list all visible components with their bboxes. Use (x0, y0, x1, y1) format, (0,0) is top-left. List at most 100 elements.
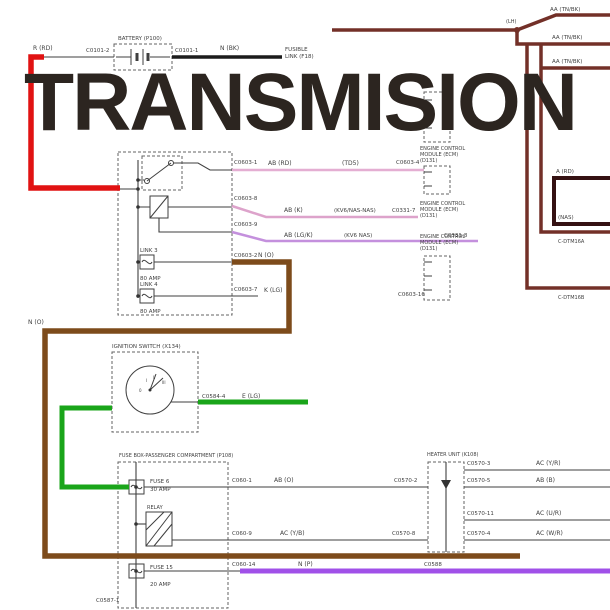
wire-code-ac-yr: AC (Y/R) (536, 460, 561, 467)
ecm3-title-2: MODULE (ECM) (420, 240, 458, 246)
fuse6-rating: 30 AMP (150, 487, 171, 493)
bus-dot-4 (136, 260, 140, 264)
ignition-pos-0: 0 (139, 388, 142, 393)
solenoid-leads (138, 206, 232, 233)
connector-c0570-4: C0570-4 (467, 531, 491, 537)
wire-code-e-lg: E (LG) (242, 393, 260, 400)
switch-blade (146, 162, 172, 182)
connector-c0587-1: C0587-1 (96, 598, 119, 604)
connector-c-dtm16a: C-DTM16A (558, 239, 585, 245)
fuse15-label: FUSE 15 (150, 565, 173, 571)
component-boxes (111, 43, 465, 609)
relay-hatch (145, 511, 173, 547)
heater-output-rows (464, 469, 610, 541)
wire-code-aa-1: AA (TN/BK) (550, 7, 580, 13)
connector-c0603-1: C0603-1 (234, 160, 257, 166)
main-switch-box (117, 151, 233, 316)
wire-code-ab-o: AB (O) (274, 477, 294, 484)
fusebox-dot-3 (134, 569, 138, 573)
maroon-wire-loop-outer (525, 44, 610, 290)
junction-label-lh: (LH) (506, 19, 516, 25)
variant-td5: (TD5) (342, 160, 359, 167)
ignition-pos-1: I (146, 378, 147, 383)
ecm-mid-title-2: MODULE (ECM) (420, 207, 458, 213)
variant-nas: (NAS) (558, 215, 574, 221)
ecm2-title-2: MODULE (ECM) (420, 152, 458, 158)
ecm-box-1 (423, 91, 451, 143)
connector-c0570-2: C0570-2 (394, 478, 417, 484)
ecm3-title-3: (D131) (420, 246, 437, 252)
dark-maroon-nas-loop (552, 176, 610, 226)
ignition-pointer (149, 373, 164, 391)
brown-main-wire (42, 259, 520, 559)
switch-symbol-box (141, 155, 183, 191)
maroon-wire-branch-top (516, 13, 610, 32)
connector-c0603-16: C0603-16 (398, 292, 425, 298)
wire-code-n-o-left: N (O) (28, 319, 44, 326)
variant-kv6-nas: (KV6 NAS) (344, 233, 372, 239)
fuse-box (117, 461, 229, 609)
connector-c0603-8: C0603-8 (234, 196, 258, 202)
ignition-rotary-symbol (125, 365, 175, 415)
ecm-box-3 (423, 255, 451, 301)
ecm-mid-title-3: (D131) (420, 213, 437, 219)
connector-c0603-4: C0603-4 (396, 160, 420, 166)
connector-c0331-7: C0331-7 (392, 208, 416, 214)
connector-c0584-4: C0584-4 (202, 394, 226, 400)
wire-code-a-rd: A (RD) (556, 169, 574, 175)
fuse15-rating: 20 AMP (150, 582, 171, 588)
connector-c0570-8: C0570-8 (392, 531, 416, 537)
link4-fuse-symbol (139, 288, 155, 304)
wire-code-ac-wr: AC (W/R) (536, 530, 563, 537)
bus-dot-3 (136, 205, 140, 209)
red-battery-feed-wire (28, 54, 120, 191)
page-title: TRANSMISION (24, 57, 578, 148)
wire-code-r-rd: R (RD) (33, 45, 53, 52)
switch-terminal-a (144, 178, 150, 184)
ignition-switch-title: IGNITION SWITCH (X134) (112, 344, 181, 350)
connector-c0603-9: C0603-9 (234, 222, 258, 228)
ignition-switch-box (111, 351, 199, 433)
wire-code-ab-b: AB (B) (536, 477, 555, 484)
link3-fuse-symbol (139, 254, 155, 270)
wire-code-k-lg: K (LG) (264, 287, 283, 294)
connector-c0331-8: C0331-8 (444, 233, 468, 239)
ecm-mid-title-1: ENGINE CONTROL (420, 201, 465, 207)
fuse6-label: FUSE 6 (150, 479, 170, 485)
connector-c0101-1: C0101-1 (175, 48, 198, 54)
link3-rating: 80 AMP (140, 276, 161, 282)
ignition-center-dot (148, 388, 152, 392)
ecm2-title-3: (D131) (420, 158, 437, 164)
connector-c060-9: C060-9 (232, 531, 252, 537)
ecm3-title-1: ENGINE CONTROL (420, 234, 465, 240)
connector-c0570-11: C0570-11 (467, 511, 494, 517)
power-wires (28, 13, 610, 574)
wire-code-ab-lgk: AB (LG/K) (284, 232, 313, 239)
green-ignition-feed-wire (59, 405, 129, 490)
connector-c0588: C0588 (424, 562, 442, 568)
internal-wiring (44, 49, 610, 608)
connector-c0570-3: C0570-3 (467, 461, 491, 467)
link3-label: LINK 3 (140, 248, 158, 254)
ecm-box-2 (423, 165, 451, 195)
maroon-wire-branch-mid (515, 30, 610, 46)
wire-code-ac-yb: AC (Y/B) (280, 530, 305, 537)
connector-c0570-5: C0570-5 (467, 478, 491, 484)
bus-dot-2 (136, 187, 140, 191)
ignition-pos-3: III (162, 380, 166, 385)
connector-c0101-2: C0101-2 (86, 48, 109, 54)
fusible-link-label-2: LINK (F18) (285, 54, 314, 60)
variant-kv6-nas-nas: (KV6/NAS-NAS) (334, 208, 376, 214)
heater-unit-title: HEATER UNIT (K108) (427, 452, 479, 458)
solenoid-hatch (149, 195, 169, 219)
wire-code-ab-rd: AB (RD) (268, 160, 292, 167)
fusible-link-label-1: FUSIBLE (285, 47, 308, 53)
bus-dot-1 (136, 178, 140, 182)
wire-code-n-p: N (P) (298, 561, 313, 568)
wire-code-n-o: N (O) (258, 252, 274, 259)
wire-code-ab-k: AB (K) (284, 207, 303, 214)
fusebox-dot-1 (134, 485, 138, 489)
relay-symbol (145, 511, 173, 547)
maroon-wire-loop-inner (539, 44, 610, 234)
